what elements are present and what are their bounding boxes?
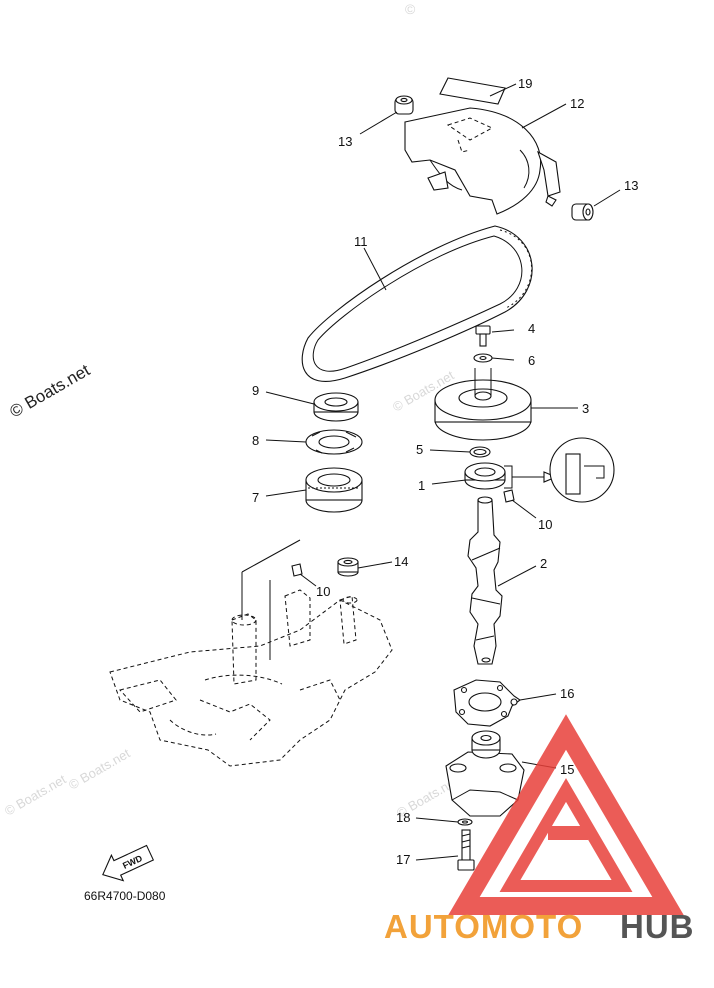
callout-14: 14	[394, 554, 408, 569]
brand-name-part-a: AUTOMOTO	[384, 908, 583, 945]
leader-lines	[265, 83, 621, 861]
watermark-small-4: © Boats.net	[66, 745, 133, 792]
brand-name-part-b: HUB	[620, 908, 695, 945]
fwd-arrow-icon: FWD	[102, 844, 155, 882]
callout-1: 1	[418, 478, 425, 493]
callout-7: 7	[252, 490, 259, 505]
part-14-oil-seal	[337, 557, 359, 577]
callout-16: 16	[560, 686, 574, 701]
callout-13-right: 13	[624, 178, 638, 193]
part-9-oil-seal	[313, 392, 359, 422]
part-8-bearing	[305, 429, 363, 455]
callout-17: 17	[396, 852, 410, 867]
part-15-oil-pump	[445, 730, 525, 817]
callout-15: 15	[560, 762, 574, 777]
callout-8: 8	[252, 433, 259, 448]
part-12-belt-cover	[404, 107, 561, 215]
part-19-label	[439, 77, 506, 105]
callout-9: 9	[252, 383, 259, 398]
callout-19: 19	[518, 76, 532, 91]
callout-3: 3	[582, 401, 589, 416]
part-17-bolt	[457, 829, 475, 871]
part-10-pin-lower	[291, 563, 303, 577]
part-2-camshaft	[467, 496, 503, 665]
callout-10-upper: 10	[538, 517, 552, 532]
seal-detail-inset	[549, 437, 615, 503]
alignment-line-2	[241, 539, 301, 573]
part-11-timing-belt	[301, 225, 533, 382]
watermark-small-2: © Boats.net	[2, 771, 69, 818]
watermark-top: ©	[405, 1, 416, 17]
callout-2: 2	[540, 556, 547, 571]
brand-triangle-logo	[448, 714, 684, 915]
part-10-pin-upper	[503, 489, 515, 503]
watermark-main: © Boats.net	[7, 360, 94, 421]
callout-10-lower: 10	[316, 584, 330, 599]
diagram-code: 66R4700-D080	[84, 889, 166, 903]
part-16-gasket	[453, 679, 521, 727]
part-4-bolt	[475, 325, 491, 347]
callout-13-left: 13	[338, 134, 352, 149]
part-7-drive-pulley	[305, 467, 363, 513]
callout-5: 5	[416, 442, 423, 457]
engine-block-reference	[109, 589, 393, 767]
part-1-oil-seal	[464, 462, 506, 490]
part-18-washer	[457, 818, 473, 826]
part-3-camshaft-pulley	[434, 368, 532, 441]
callout-11: 11	[354, 234, 368, 249]
callout-12: 12	[570, 96, 584, 111]
part-5-o-ring	[469, 446, 491, 458]
callout-18: 18	[396, 810, 410, 825]
part-6-washer	[473, 353, 493, 363]
part-13-grommet-left	[394, 95, 414, 115]
callout-6: 6	[528, 353, 535, 368]
part-13-grommet-right	[571, 203, 594, 221]
callout-4: 4	[528, 321, 535, 336]
